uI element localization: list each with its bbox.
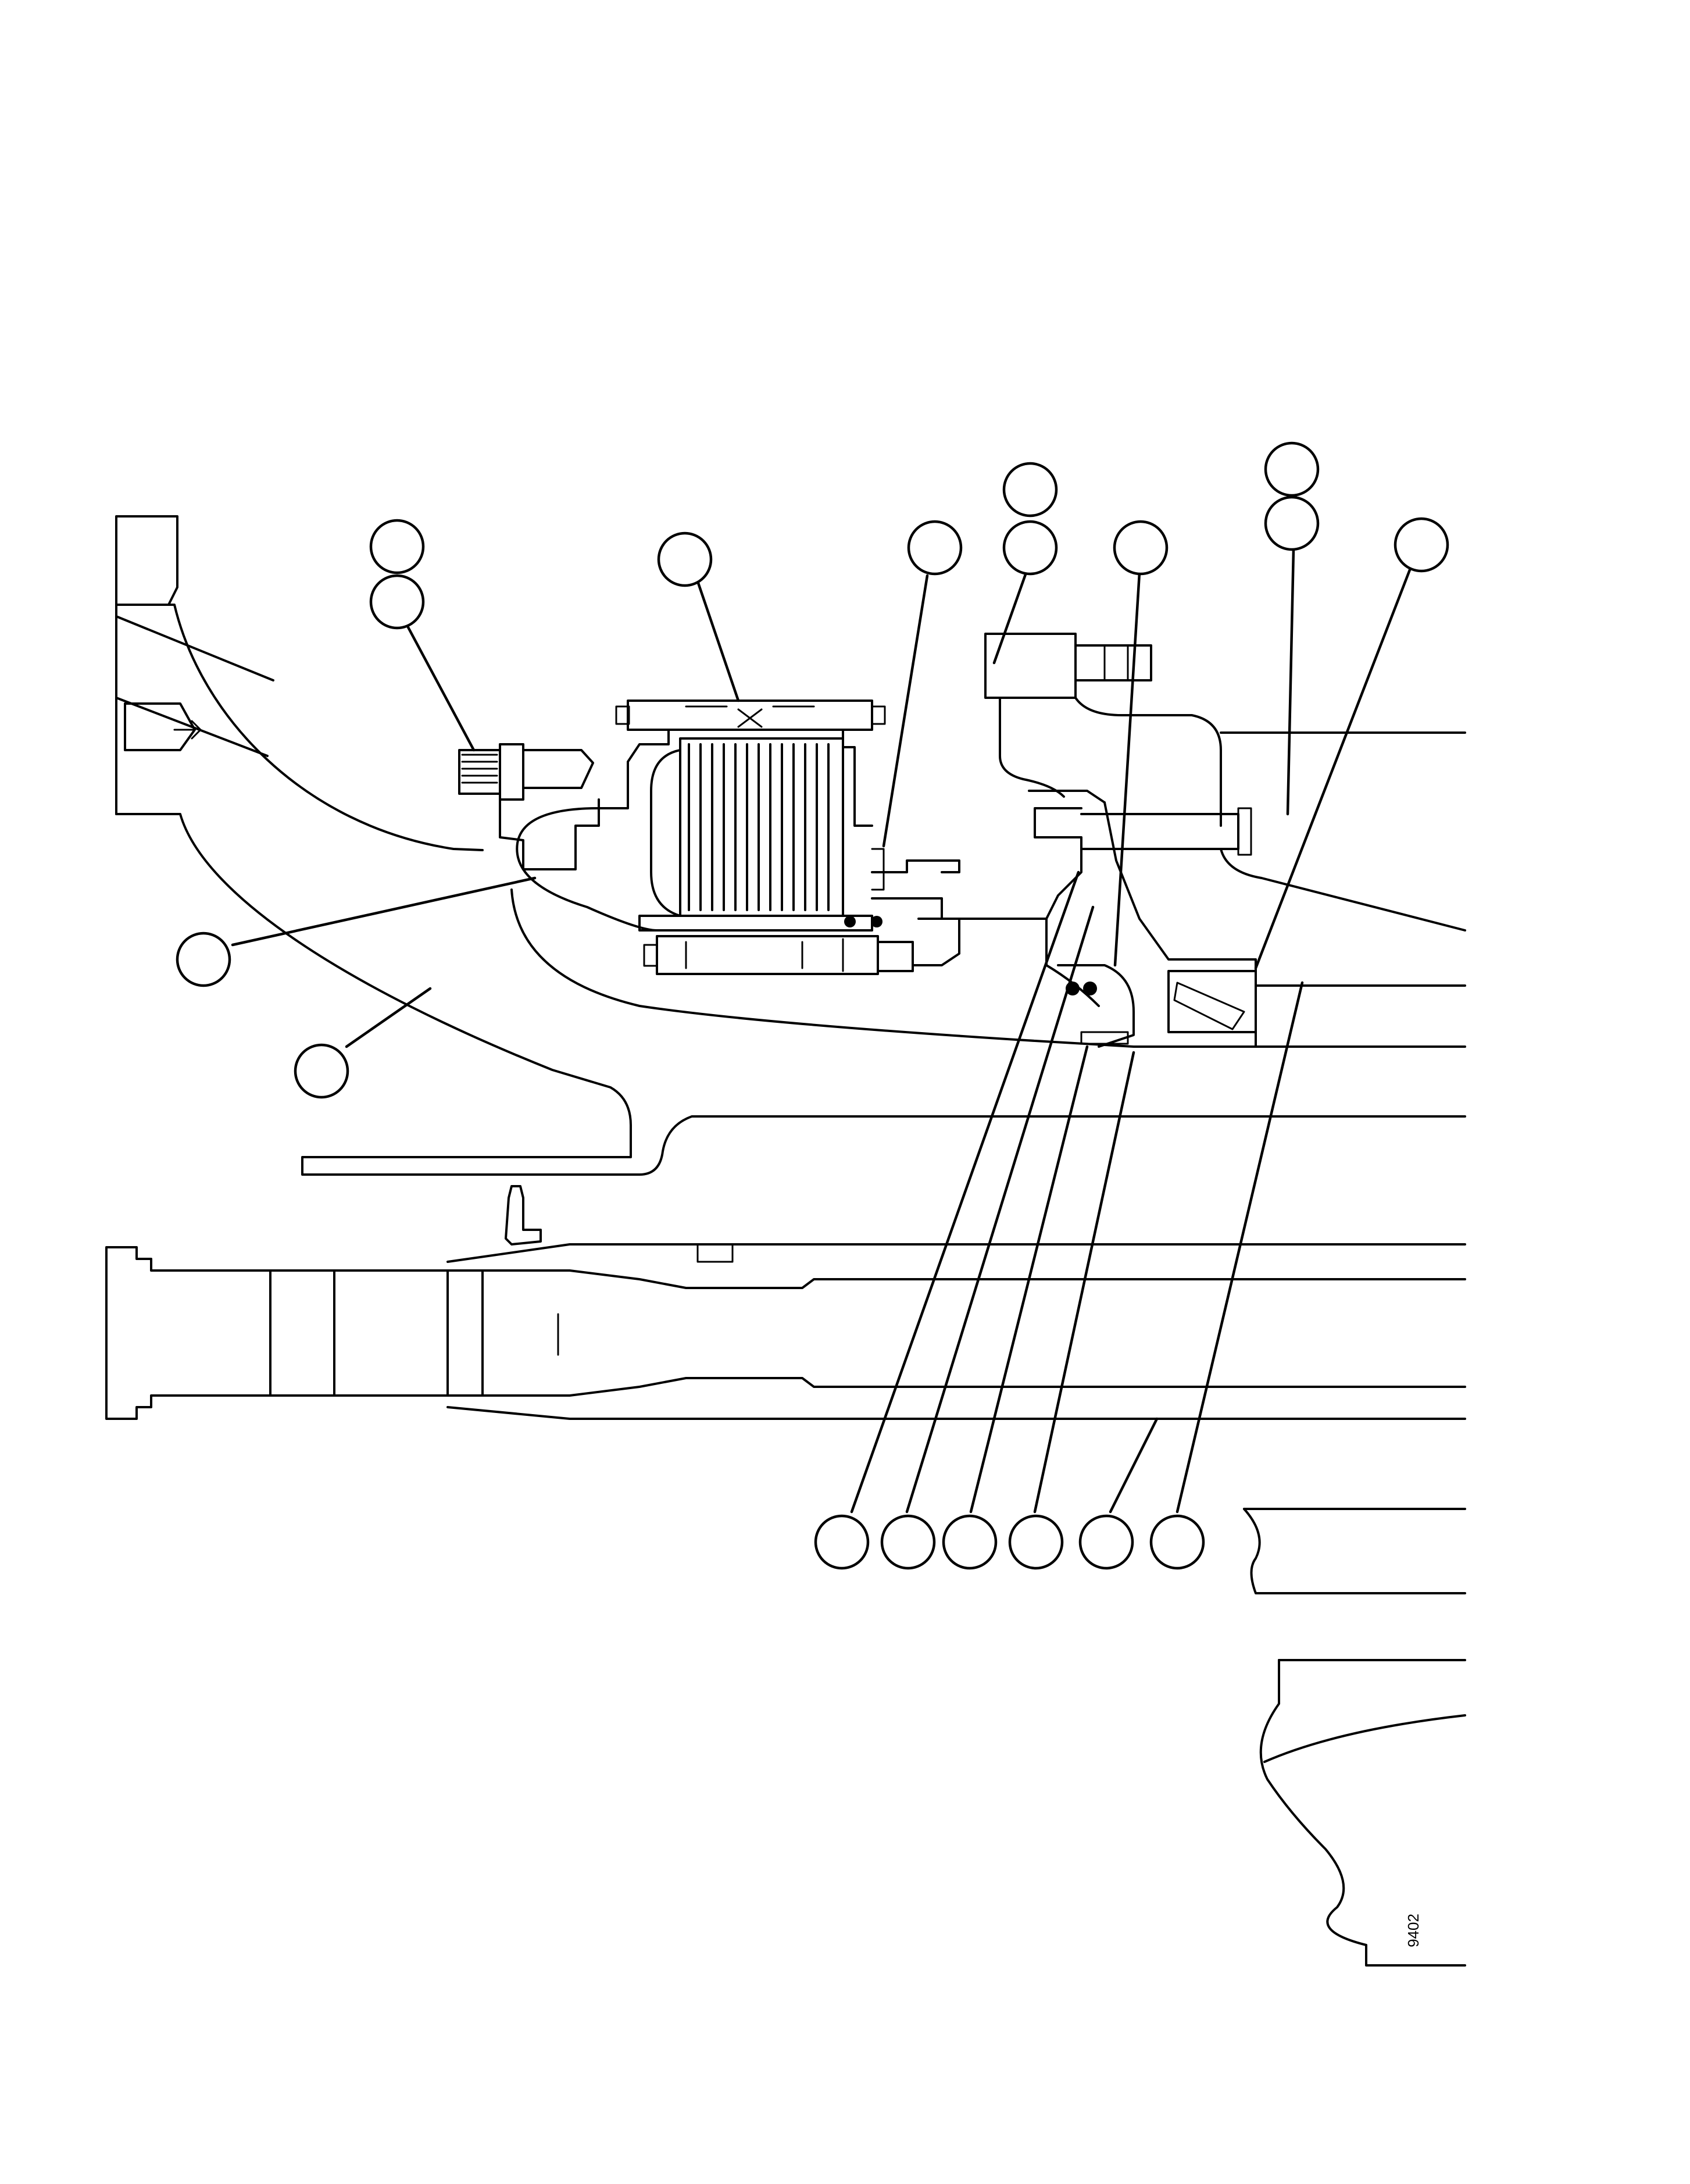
callout-bubble xyxy=(1264,441,1320,497)
callout-bubble xyxy=(1113,520,1169,576)
callout-bubble xyxy=(880,1514,936,1570)
clutch-pack xyxy=(516,700,1048,975)
callout-bubble xyxy=(942,1514,998,1570)
housing-assembly xyxy=(115,515,1466,1176)
drive-shaft xyxy=(105,1185,1466,1420)
main-housing-shell xyxy=(510,633,1466,1048)
callout-bubble xyxy=(1002,520,1058,576)
callouts xyxy=(176,441,1449,1570)
callout-bubble xyxy=(1002,462,1058,518)
callout-bubble xyxy=(657,531,713,587)
detail-view-lower xyxy=(1259,1659,1466,1967)
detail-view-upper xyxy=(1243,1508,1466,1594)
callout-bubble xyxy=(369,574,425,630)
callout-bubble xyxy=(1264,495,1320,551)
callout-bubble xyxy=(176,932,231,987)
callout-bubble xyxy=(369,519,425,574)
callout-bubble xyxy=(1394,517,1449,573)
callout-bubble xyxy=(1008,1514,1064,1570)
callout-bubble xyxy=(294,1043,349,1099)
callout-bubble xyxy=(814,1514,870,1570)
callout-bubble xyxy=(1149,1514,1205,1570)
figure-code: 9402 xyxy=(1405,1914,1422,1947)
callout-bubble xyxy=(1078,1514,1134,1570)
left-fastener-assembly xyxy=(458,743,600,870)
callout-bubble xyxy=(907,520,963,576)
leader-lines xyxy=(231,548,1412,1514)
